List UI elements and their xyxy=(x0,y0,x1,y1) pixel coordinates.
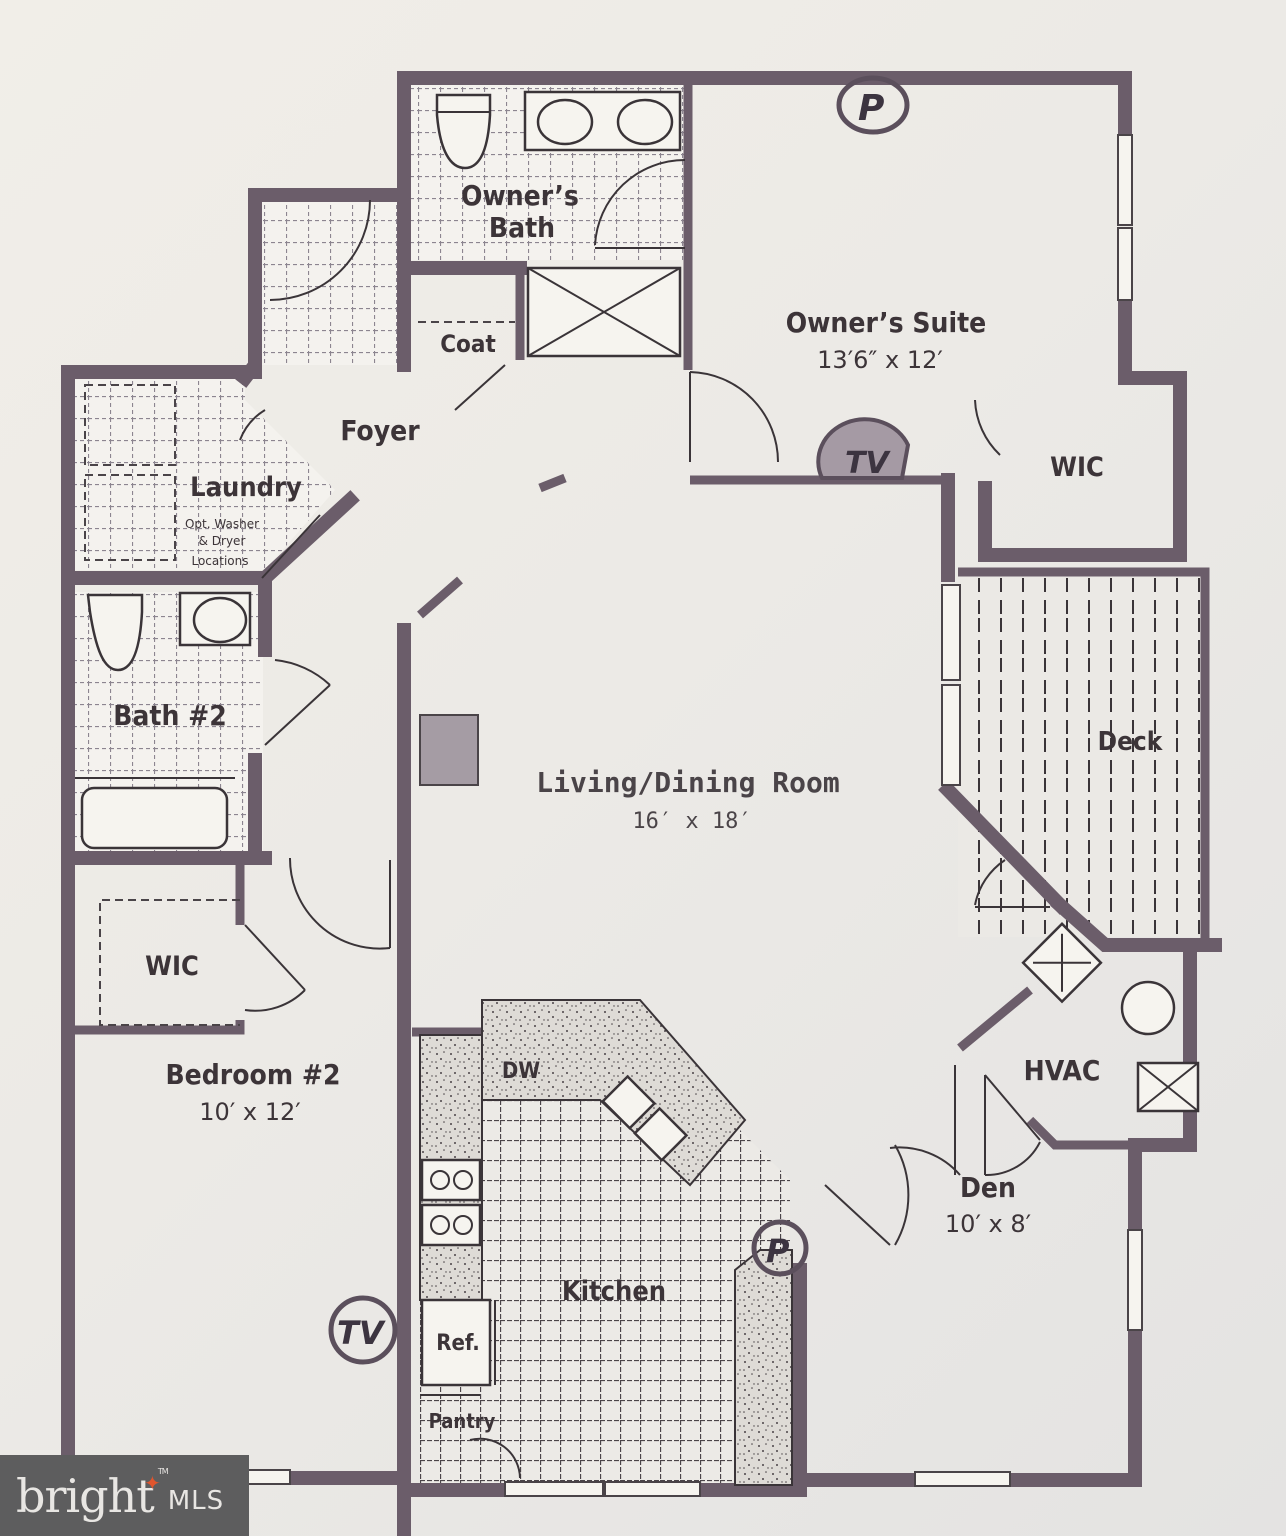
mls-label: MLS xyxy=(167,1485,225,1516)
brand-logo-text: bright ✦ TM xyxy=(16,1466,169,1523)
svg-text:Locations: Locations xyxy=(191,554,248,568)
toilet-icon xyxy=(86,593,144,672)
room-owners-suite: Owner’s Suite 13′6″ x 12′ xyxy=(786,306,986,374)
svg-text:TV: TV xyxy=(337,1314,386,1352)
svg-text:10′ x 12′: 10′ x 12′ xyxy=(199,1098,300,1126)
room-deck: Deck xyxy=(1098,727,1164,757)
walls xyxy=(61,71,1222,1536)
svg-text:& Dryer: & Dryer xyxy=(199,534,246,548)
room-bedroom2: Bedroom #2 10′ x 12′ xyxy=(165,1058,340,1126)
wic-bedroom2-outline xyxy=(99,899,240,1026)
room-foyer: Foyer xyxy=(340,414,420,447)
fireplace xyxy=(419,714,479,786)
svg-text:10′ x 8′: 10′ x 8′ xyxy=(945,1210,1031,1238)
sink-icon xyxy=(192,596,248,644)
hvac-equipment xyxy=(1021,922,1200,1113)
room-kitchen: Kitchen xyxy=(562,1276,666,1307)
kitchen-fixtures xyxy=(419,999,793,1486)
svg-text:TV: TV xyxy=(845,446,891,481)
bathtub-icon xyxy=(80,786,229,850)
tv-marker-bedroom2: TV xyxy=(328,1295,398,1365)
svg-text:Opt. Washer: Opt. Washer xyxy=(185,517,259,531)
trademark-label: TM xyxy=(157,1466,169,1476)
sink-icon xyxy=(616,98,674,146)
room-wic-owner: WIC xyxy=(1050,452,1104,483)
sparkle-icon: ✦ xyxy=(143,1470,161,1495)
room-coat: Coat xyxy=(440,330,496,358)
toilet-icon xyxy=(435,93,492,170)
sink-icon xyxy=(536,98,594,146)
svg-text:P: P xyxy=(858,88,884,129)
laundry-fixtures xyxy=(84,384,321,579)
windows xyxy=(184,134,1143,1497)
bath2-fixtures xyxy=(75,591,252,850)
svg-text:Bedroom #2: Bedroom #2 xyxy=(165,1058,340,1091)
svg-text:Owner’s: Owner’s xyxy=(461,179,579,212)
svg-text:Den: Den xyxy=(960,1171,1016,1204)
tv-marker-owners-suite: TV xyxy=(816,417,911,481)
room-den: Den 10′ x 8′ xyxy=(945,1171,1031,1238)
svg-text:Laundry: Laundry xyxy=(190,472,302,503)
svg-text:Owner’s Suite: Owner’s Suite xyxy=(786,306,986,339)
room-hvac: HVAC xyxy=(1024,1054,1101,1087)
sink-icon xyxy=(601,1074,657,1130)
sink-icon xyxy=(633,1106,689,1162)
room-living-dining: Living/Dining Room 16′ x 18′ xyxy=(536,766,839,834)
room-laundry: Laundry Opt. Washer & Dryer Locations xyxy=(185,472,302,568)
svg-text:13′6″ x 12′: 13′6″ x 12′ xyxy=(817,346,943,374)
bright-mls-watermark: bright ✦ TM MLS xyxy=(0,1455,249,1536)
appliance-dishwasher: DW xyxy=(502,1059,540,1084)
owners-bath-fixtures xyxy=(435,90,686,358)
room-owners-bath: Owner’s Bath xyxy=(461,179,579,244)
refrigerator-icon xyxy=(420,1298,492,1387)
doors xyxy=(244,199,1050,1479)
p-marker-kitchen: P xyxy=(751,1219,809,1277)
room-wic-bedroom2: WIC xyxy=(145,951,199,982)
p-marker-owners-suite: P xyxy=(836,75,910,135)
svg-text:16′ x 18′: 16′ x 18′ xyxy=(632,809,751,834)
svg-text:Bath: Bath xyxy=(489,211,555,244)
appliance-refrigerator: Ref. xyxy=(436,1331,480,1356)
room-pantry: Pantry xyxy=(429,1409,496,1433)
svg-text:P: P xyxy=(766,1232,790,1270)
svg-text:Living/Dining Room: Living/Dining Room xyxy=(536,766,839,799)
coat-closet xyxy=(418,321,515,411)
room-bath2: Bath #2 xyxy=(113,699,227,732)
